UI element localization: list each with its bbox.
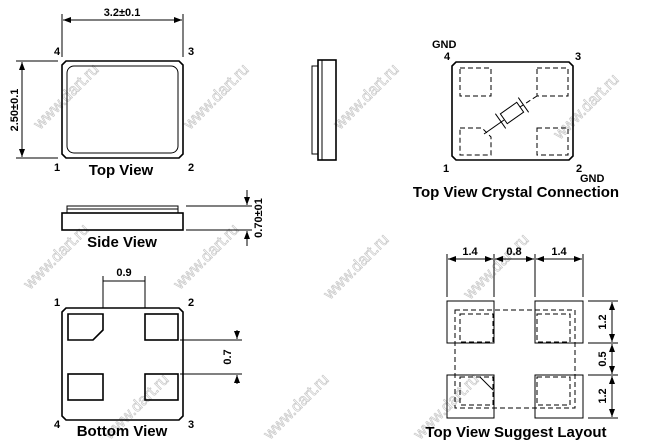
pin-2-label: 2 bbox=[188, 297, 194, 309]
pin-2-label: 2 bbox=[576, 163, 582, 175]
bottom-view-title: Bottom View bbox=[77, 423, 168, 440]
crystal-connection-view: GND 4 3 1 2 GND Top View Crystal Connect… bbox=[413, 39, 619, 201]
suggest-layout-view: 1.4 0.8 1.4 1.2 0.5 1.2 Top View Suggest… bbox=[425, 246, 618, 441]
watermark: www.dart.ru bbox=[20, 221, 92, 293]
pad-gap-dimension: 0.8 bbox=[506, 246, 521, 258]
side-view-title: Side View bbox=[87, 234, 157, 251]
watermark: www.dart.ru bbox=[460, 231, 532, 303]
land-pad bbox=[534, 374, 584, 419]
pin-3-label: 3 bbox=[188, 419, 194, 431]
land-pad bbox=[446, 374, 495, 419]
package-outline bbox=[61, 307, 184, 421]
pin-4-label: 4 bbox=[444, 51, 451, 63]
pad-width-dimension: 1.4 bbox=[551, 246, 567, 258]
pad-height-dimension: 0.7 bbox=[222, 349, 234, 364]
gnd-label-pin-2: GND bbox=[580, 173, 605, 185]
watermark-layer: www.dart.ru www.dart.ru www.dart.ru www.… bbox=[20, 61, 623, 444]
pad-height-dimension: 1.2 bbox=[597, 314, 609, 329]
land-pad bbox=[534, 300, 584, 344]
pad-4 bbox=[67, 373, 104, 401]
pin-1-label: 1 bbox=[443, 163, 449, 175]
gnd-label-pin-4: GND bbox=[432, 39, 457, 51]
crystal-icon bbox=[494, 97, 530, 129]
pad-width-dimension: 1.4 bbox=[462, 246, 478, 258]
pad-2 bbox=[144, 313, 179, 341]
pad-gap-dimension: 0.9 bbox=[116, 267, 131, 279]
height-dimension: 2.50±0.1 bbox=[9, 89, 21, 132]
pin-4-label: 4 bbox=[54, 46, 61, 58]
top-view: 3.2±0.1 2.50±0.1 4 3 1 2 Top View bbox=[9, 7, 194, 179]
pad-gap-dimension: 0.5 bbox=[597, 351, 609, 366]
pin-2-label: 2 bbox=[188, 162, 194, 174]
thickness-dimension: 0.70±01 bbox=[253, 198, 265, 238]
pin-1-label: 1 bbox=[54, 162, 60, 174]
watermark: www.dart.ru bbox=[260, 371, 332, 443]
top-view-title: Top View bbox=[89, 162, 154, 179]
pin-3-label: 3 bbox=[188, 46, 194, 58]
package-outline bbox=[451, 61, 574, 161]
end-profile-view bbox=[311, 59, 337, 161]
pin-3-label: 3 bbox=[575, 51, 581, 63]
crystal-connection-title: Top View Crystal Connection bbox=[413, 184, 619, 201]
watermark: www.dart.ru bbox=[170, 221, 242, 293]
side-view: 0.70±01 Side View bbox=[61, 190, 265, 251]
package-outline-dashed bbox=[454, 309, 576, 409]
width-dimension: 3.2±0.1 bbox=[104, 7, 141, 19]
watermark: www.dart.ru bbox=[320, 231, 392, 303]
pad-1 bbox=[67, 313, 104, 341]
suggest-layout-title: Top View Suggest Layout bbox=[425, 424, 606, 441]
watermark: www.dart.ru bbox=[180, 61, 252, 133]
watermark: www.dart.ru bbox=[330, 61, 402, 133]
pin-4-label: 4 bbox=[54, 419, 61, 431]
package-outline bbox=[61, 60, 184, 159]
lid-outline bbox=[66, 65, 179, 154]
land-pad bbox=[446, 300, 495, 344]
pad-3 bbox=[144, 373, 179, 401]
pin-1-label: 1 bbox=[54, 297, 60, 309]
pad-height-dimension: 1.2 bbox=[597, 388, 609, 403]
watermark: www.dart.ru bbox=[550, 71, 622, 143]
bottom-view: 0.9 0.7 1 2 4 3 Bottom View bbox=[54, 267, 242, 440]
watermark: www.dart.ru bbox=[30, 61, 102, 133]
